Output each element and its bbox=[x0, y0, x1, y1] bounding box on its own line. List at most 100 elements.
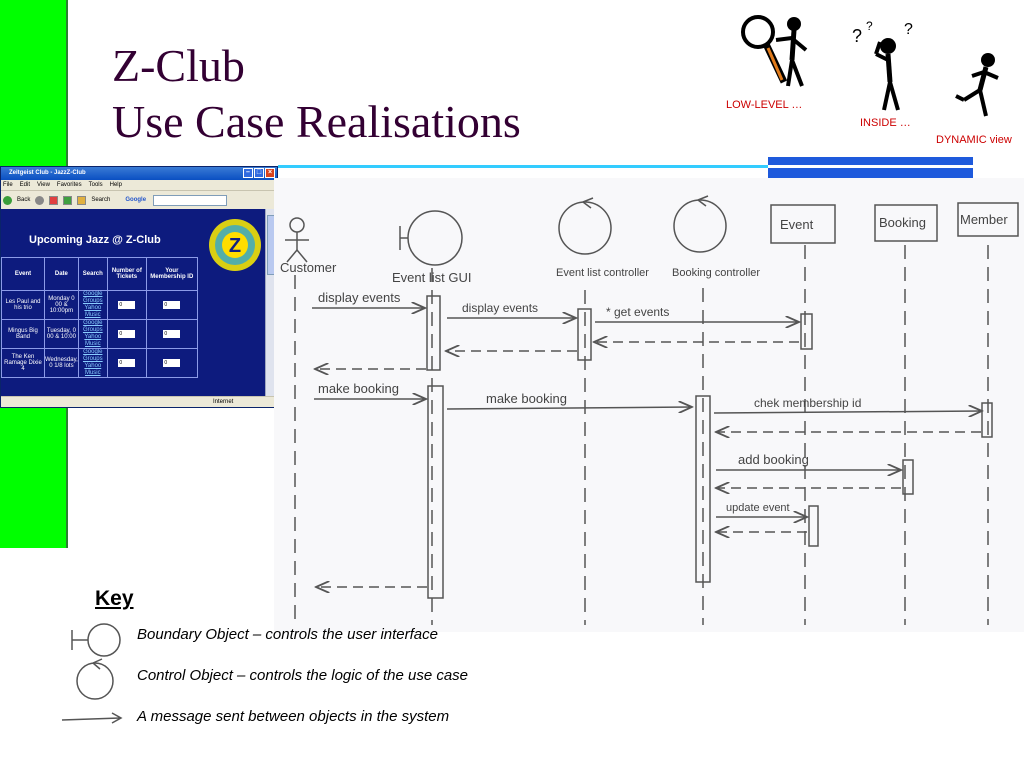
link-yahoo[interactable]: Yahoo bbox=[84, 363, 102, 369]
browser-toolbar: Back Search Google bbox=[1, 191, 277, 210]
back-arrow-icon[interactable] bbox=[3, 195, 12, 205]
link-music[interactable]: Music bbox=[84, 312, 101, 318]
lifeline-event-list-controller: Event list controller bbox=[556, 267, 649, 279]
menu-edit[interactable]: Edit bbox=[19, 182, 31, 188]
status-internet: Internet bbox=[213, 399, 234, 405]
link-yahoo[interactable]: Yahoo bbox=[84, 334, 102, 340]
svg-text:?: ? bbox=[852, 26, 862, 46]
svg-text:?: ? bbox=[866, 20, 873, 33]
menu-help[interactable]: Help bbox=[109, 182, 122, 188]
msg-update-event: update event bbox=[726, 502, 790, 514]
tickets-input[interactable]: 0 bbox=[118, 301, 136, 309]
lifeline-member: Member bbox=[960, 212, 1008, 227]
blue-accent-box bbox=[768, 157, 973, 178]
membership-input[interactable]: 0 bbox=[163, 301, 181, 309]
event-date: Wednesday, 0 1/8 lots bbox=[44, 348, 79, 378]
thinking-figure-icon: ? ? ? bbox=[852, 20, 913, 111]
forward-arrow-icon[interactable] bbox=[35, 195, 45, 205]
lifeline-event-list-gui: Event list GUI bbox=[392, 270, 471, 285]
msg-get-events: * get events bbox=[606, 305, 669, 319]
stop-icon[interactable] bbox=[49, 195, 59, 205]
browser-status-bar: Internet bbox=[1, 396, 277, 407]
menu-view[interactable]: View bbox=[37, 182, 50, 188]
tickets-input[interactable]: 0 bbox=[118, 359, 136, 367]
table-header-row: Event Date Search Number of Tickets Your… bbox=[1, 257, 198, 291]
event-name: Mingus Big Band bbox=[1, 319, 45, 349]
link-music[interactable]: Music bbox=[84, 341, 101, 347]
tickets-input[interactable]: 0 bbox=[118, 330, 136, 338]
inside-label: INSIDE … bbox=[860, 117, 911, 129]
jazz-heading: Upcoming Jazz @ Z-Club bbox=[29, 234, 161, 246]
dynamic-view-label: DYNAMIC view bbox=[936, 134, 1012, 146]
col-search: Search bbox=[77, 257, 108, 291]
link-music[interactable]: Music bbox=[84, 370, 101, 376]
title-line-1: Z-Club bbox=[112, 40, 245, 91]
msg-make-booking: make booking bbox=[318, 381, 399, 396]
sequence-diagram-svg: Customer Event list GUI Event list contr… bbox=[280, 195, 1019, 625]
link-google[interactable]: Google bbox=[83, 349, 103, 355]
msg-make-booking-2: make booking bbox=[486, 391, 567, 406]
back-button[interactable]: Back bbox=[17, 197, 31, 203]
table-row: Mingus Big Band Tuesday, 0 00 & 10:00 Go… bbox=[1, 319, 198, 349]
events-table: Event Date Search Number of Tickets Your… bbox=[1, 257, 198, 378]
event-date: Tuesday, 0 00 & 10:00 bbox=[44, 319, 79, 349]
maximize-icon[interactable]: □ bbox=[254, 168, 264, 178]
google-toolbar-label: Google bbox=[125, 197, 147, 203]
menu-file[interactable]: File bbox=[3, 182, 13, 188]
menu-favorites[interactable]: Favorites bbox=[56, 182, 82, 188]
key-heading: Key bbox=[95, 587, 134, 610]
refresh-icon[interactable] bbox=[63, 195, 73, 205]
membership-input[interactable]: 0 bbox=[163, 330, 181, 338]
link-groups[interactable]: Groups bbox=[82, 298, 103, 304]
svg-text:?: ? bbox=[904, 21, 913, 38]
lifeline-booking: Booking bbox=[879, 215, 926, 230]
close-icon[interactable]: × bbox=[265, 168, 275, 178]
col-date: Date bbox=[44, 257, 79, 291]
col-event: Event bbox=[1, 257, 45, 291]
slide-title: Z-Club Use Case Realisations bbox=[112, 38, 521, 150]
table-row: Les Paul and his trio Monday 0 00 & 10:0… bbox=[1, 290, 198, 320]
header-divider bbox=[278, 165, 973, 168]
lifeline-event: Event bbox=[780, 217, 814, 232]
search-links[interactable]: Google Groups Yahoo Music bbox=[77, 319, 108, 349]
lifeline-customer: Customer bbox=[280, 260, 337, 275]
event-name: Les Paul and his trio bbox=[1, 290, 45, 320]
search-button[interactable]: Search bbox=[91, 197, 111, 203]
link-google[interactable]: Google bbox=[83, 291, 103, 297]
lifeline-booking-controller: Booking controller bbox=[672, 267, 760, 279]
link-google[interactable]: Google bbox=[83, 320, 103, 326]
table-row: The Ken Ramage Dixie 4 Wednesday, 0 1/8 … bbox=[1, 348, 198, 378]
search-links[interactable]: Google Groups Yahoo Music bbox=[77, 290, 108, 320]
google-search-input[interactable] bbox=[153, 194, 228, 206]
search-links[interactable]: Google Groups Yahoo Music bbox=[77, 348, 108, 378]
title-line-2: Use Case Realisations bbox=[112, 96, 521, 147]
home-icon[interactable] bbox=[77, 195, 87, 205]
link-groups[interactable]: Groups bbox=[82, 356, 103, 362]
z-logo-letter: Z bbox=[229, 235, 241, 257]
msg-display-events: display events bbox=[318, 290, 401, 305]
running-figure-icon bbox=[955, 53, 999, 117]
membership-input[interactable]: 0 bbox=[163, 359, 181, 367]
message-arrow-icon bbox=[61, 712, 123, 724]
link-groups[interactable]: Groups bbox=[82, 327, 103, 333]
col-tickets: Number of Tickets bbox=[106, 257, 147, 291]
minimize-icon[interactable]: – bbox=[243, 168, 253, 178]
key-control-text: Control Object – controls the logic of t… bbox=[137, 667, 469, 684]
boundary-object-icon bbox=[71, 623, 121, 657]
browser-title: Zeitgeist Club - JazzZ-Club bbox=[9, 170, 86, 176]
msg-check-membership: chek membership id bbox=[754, 396, 861, 410]
event-name: The Ken Ramage Dixie 4 bbox=[1, 348, 45, 378]
browser-window: Zeitgeist Club - JazzZ-Club – □ × File E… bbox=[0, 166, 278, 408]
col-membership: Your Membership ID bbox=[145, 257, 198, 291]
z-club-logo-icon: Z bbox=[209, 219, 261, 271]
event-date: Monday 0 00 & 10:00pm bbox=[44, 290, 79, 320]
jazz-page: Upcoming Jazz @ Z-Club Z Event Date Sear… bbox=[1, 209, 267, 397]
magnifier-figure-icon bbox=[741, 15, 808, 87]
key-message-text: A message sent between objects in the sy… bbox=[137, 708, 450, 725]
msg-add-booking: add booking bbox=[738, 452, 809, 467]
msg-display-events-2: display events bbox=[462, 301, 538, 315]
browser-title-bar: Zeitgeist Club - JazzZ-Club – □ × bbox=[1, 167, 277, 180]
key-boundary-text: Boundary Object – controls the user inte… bbox=[137, 626, 438, 643]
link-yahoo[interactable]: Yahoo bbox=[84, 305, 102, 311]
menu-tools[interactable]: Tools bbox=[88, 182, 103, 188]
